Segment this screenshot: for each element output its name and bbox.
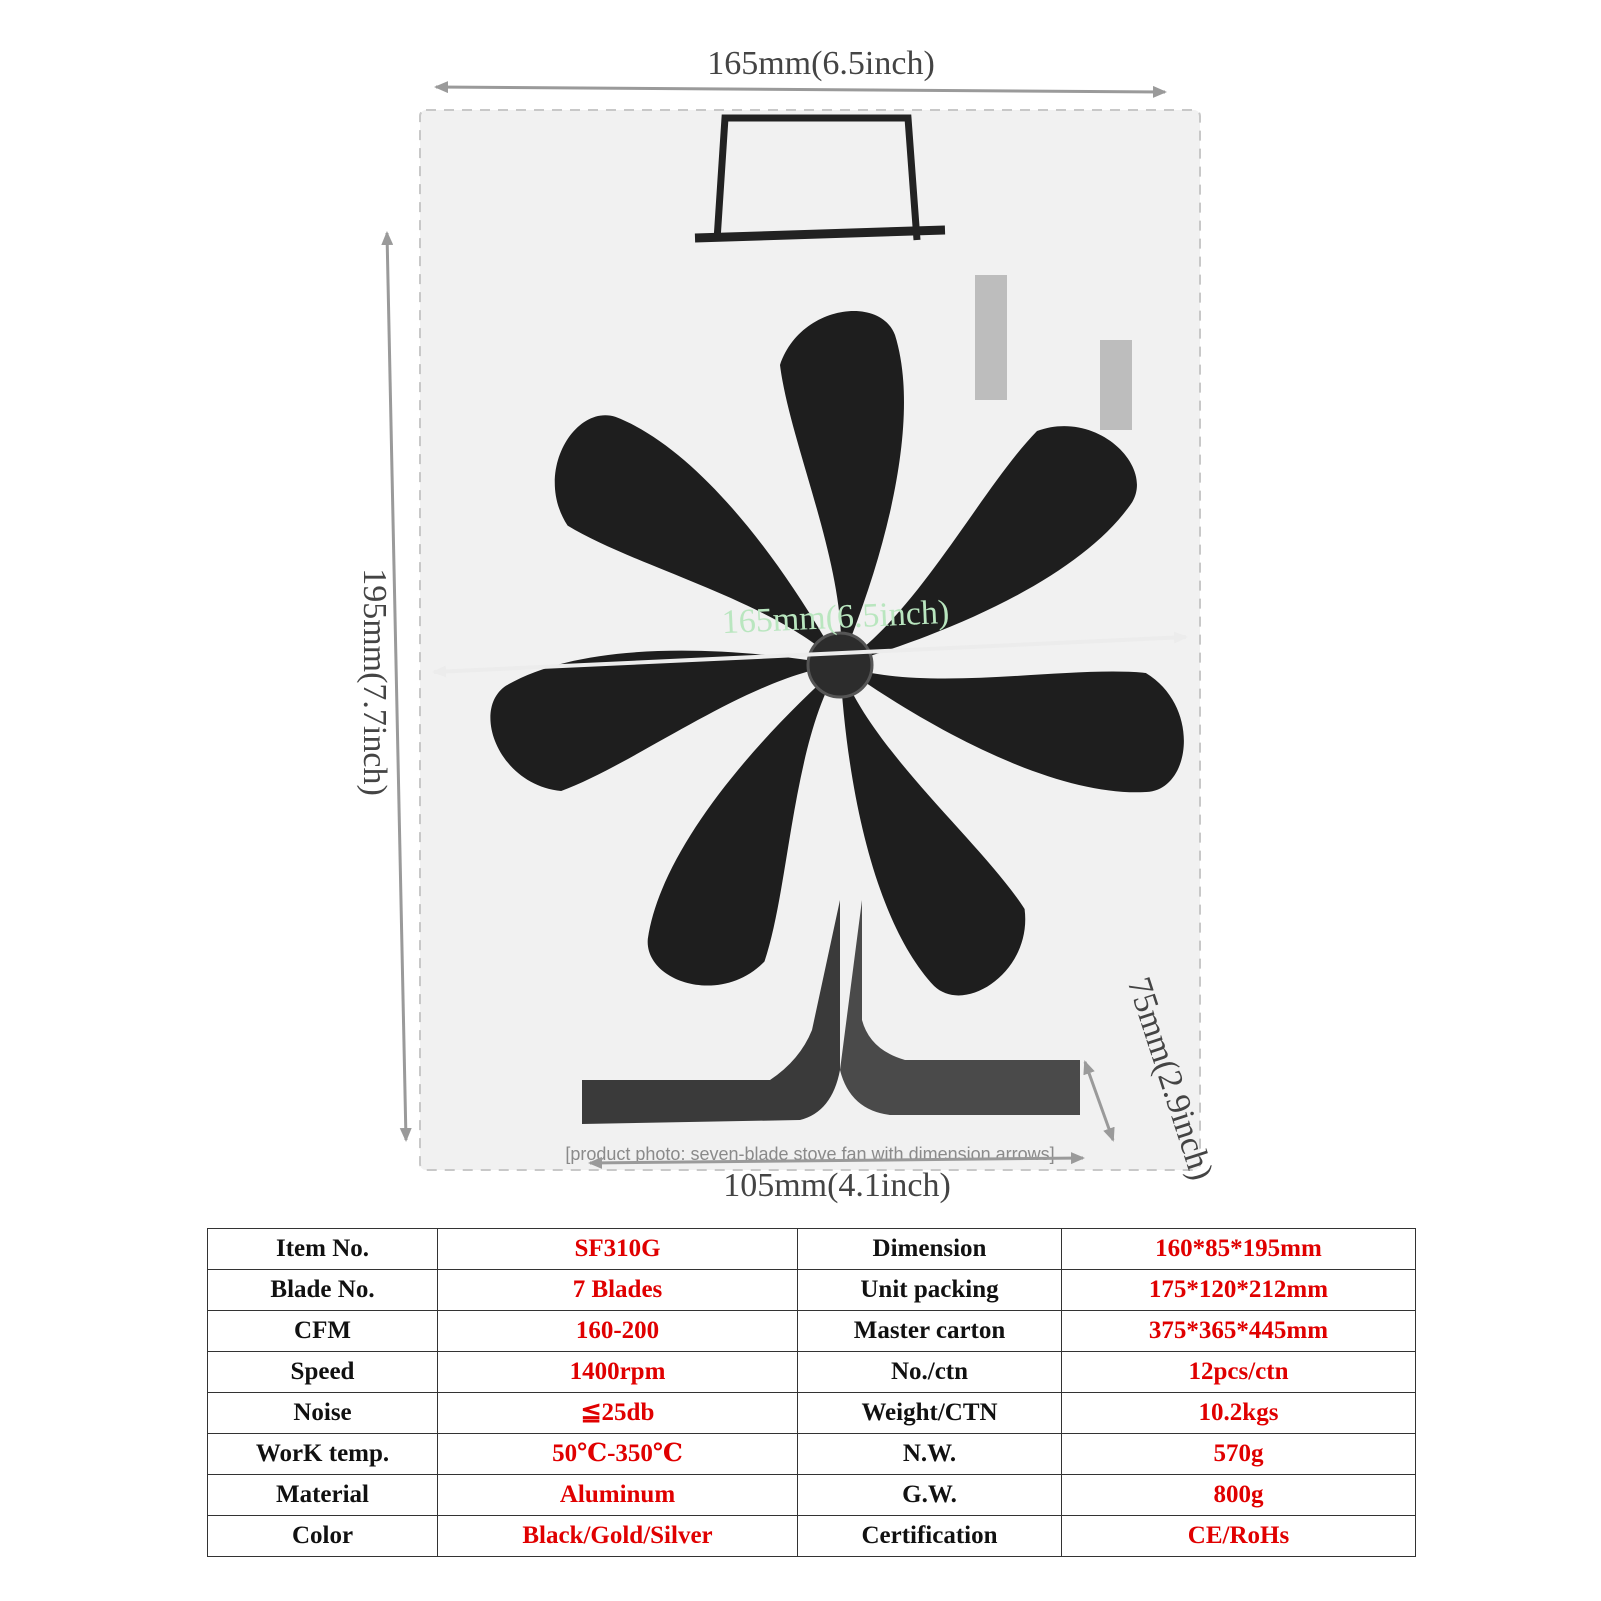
base-width-label: 105mm(4.1inch) bbox=[723, 1167, 951, 1204]
spec-value: 160-200 bbox=[437, 1310, 798, 1352]
heat-fin bbox=[975, 275, 1007, 400]
spec-value: 800g bbox=[1061, 1474, 1416, 1516]
fan-width-dimension-line bbox=[432, 631, 1188, 678]
spec-value: CE/RoHs bbox=[1061, 1515, 1416, 1557]
spec-value: Black/Gold/Silver bbox=[437, 1515, 798, 1557]
spec-value: 50℃-350℃ bbox=[437, 1433, 798, 1475]
spec-label: G.W. bbox=[797, 1474, 1062, 1516]
spec-label: Noise bbox=[207, 1392, 438, 1434]
spec-label: Item No. bbox=[207, 1228, 438, 1270]
spec-label: Speed bbox=[207, 1351, 438, 1393]
spec-label: Master carton bbox=[797, 1310, 1062, 1352]
base-width-dimension-line bbox=[588, 1152, 1085, 1169]
spec-label: N.W. bbox=[797, 1433, 1062, 1475]
spec-value: 175*120*212mm bbox=[1061, 1269, 1416, 1311]
spec-value: 375*365*445mm bbox=[1061, 1310, 1416, 1352]
spec-label: Unit packing bbox=[797, 1269, 1062, 1311]
spec-label: Dimension bbox=[797, 1228, 1062, 1270]
fan-blades bbox=[490, 311, 1184, 996]
top-width-label: 165mm(6.5inch) bbox=[707, 45, 935, 82]
spec-label: No./ctn bbox=[797, 1351, 1062, 1393]
handle bbox=[713, 114, 921, 241]
spec-label: WorK temp. bbox=[207, 1433, 438, 1475]
height-dimension-line bbox=[381, 231, 412, 1142]
base-depth-dimension-line bbox=[1083, 1060, 1115, 1142]
product-figure: [product photo: seven-blade stove fan wi… bbox=[356, 45, 1220, 1204]
spec-label: Certification bbox=[797, 1515, 1062, 1557]
spec-value: Aluminum bbox=[437, 1474, 798, 1516]
spec-label: Weight/CTN bbox=[797, 1392, 1062, 1434]
spec-value: ≦25db bbox=[437, 1392, 798, 1434]
spec-value: 160*85*195mm bbox=[1061, 1228, 1416, 1270]
spec-value: SF310G bbox=[437, 1228, 798, 1270]
heat-fin bbox=[1100, 340, 1132, 430]
spec-value: 12pcs/ctn bbox=[1061, 1351, 1416, 1393]
spec-value: 7 Blades bbox=[437, 1269, 798, 1311]
fan-hub bbox=[806, 631, 874, 699]
spec-value: 1400rpm bbox=[437, 1351, 798, 1393]
spec-label: CFM bbox=[207, 1310, 438, 1352]
spec-label: Color bbox=[207, 1515, 438, 1557]
top-width-dimension-line bbox=[434, 81, 1167, 98]
height-label: 195mm(7.7inch) bbox=[356, 568, 393, 796]
spec-value: 570g bbox=[1061, 1433, 1416, 1475]
fan-base bbox=[840, 900, 1080, 1115]
spec-value: 10.2kgs bbox=[1061, 1392, 1416, 1434]
spec-label: Material bbox=[207, 1474, 438, 1516]
spec-label: Blade No. bbox=[207, 1269, 438, 1311]
fan-stand bbox=[582, 900, 840, 1124]
